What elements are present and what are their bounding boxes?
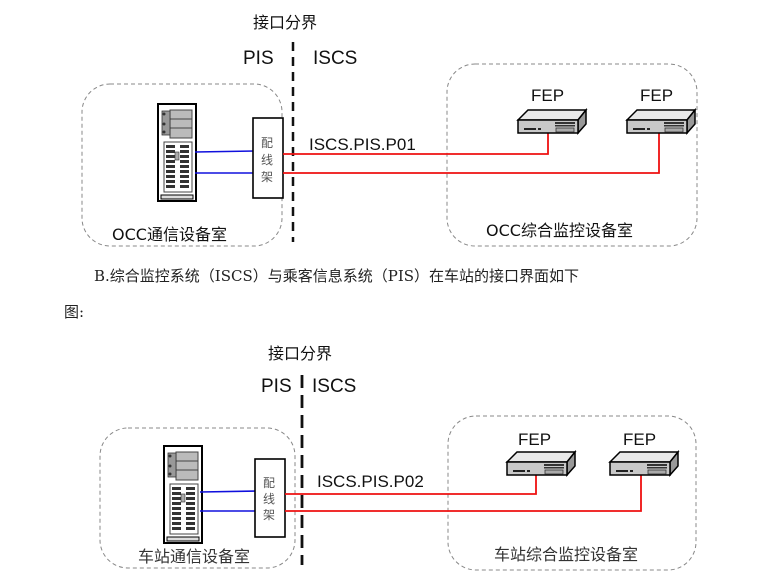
- patch-panel: [252, 117, 284, 199]
- red-link: [283, 128, 549, 155]
- fep-label: FEP: [640, 86, 673, 105]
- boundary-title: 接口分界: [268, 344, 332, 363]
- description-line-1: B.综合监控系统（ISCS）与乘客信息系统（PIS）在车站的接口界面如下: [94, 267, 580, 285]
- fep-icon: [626, 109, 696, 134]
- server-icon: [163, 445, 203, 544]
- right-room-box: [446, 63, 698, 247]
- server-icon: [157, 103, 197, 202]
- patch-panel-char: 架: [261, 170, 273, 184]
- fep-icon: [609, 451, 679, 476]
- interface-id-label: ISCS.PIS.P02: [317, 472, 424, 491]
- right-system-label: ISCS: [313, 48, 357, 69]
- patch-panel-char: 配: [263, 476, 275, 490]
- patch-panel-char: 架: [263, 508, 275, 522]
- boundary-title: 接口分界: [253, 13, 317, 32]
- fep-icon: [517, 109, 587, 134]
- left-room-label: OCC通信设备室: [112, 225, 227, 244]
- fep-icon: [506, 451, 576, 476]
- red-link: [285, 474, 537, 495]
- fep-label: FEP: [623, 430, 656, 449]
- patch-panel-char: 配: [261, 136, 273, 150]
- left-room-label: 车站通信设备室: [138, 547, 250, 566]
- patch-panel: [254, 458, 286, 538]
- red-link: [285, 474, 642, 512]
- right-room-label: OCC综合监控设备室: [486, 221, 633, 240]
- patch-panel-char: 线: [263, 492, 275, 506]
- description-line-2: 图:: [64, 303, 85, 321]
- left-room-box: [99, 427, 296, 569]
- red-link: [283, 131, 660, 174]
- right-system-label: ISCS: [312, 376, 356, 397]
- patch-panel-char: 线: [261, 153, 273, 167]
- diagram-occ: 接口分界 PIS ISCS 配 线 架 ISCS.PIS.P01 FEP FEP…: [81, 13, 698, 247]
- fep-label: FEP: [518, 430, 551, 449]
- fep-label: FEP: [531, 86, 564, 105]
- left-system-label: PIS: [261, 376, 292, 397]
- interface-id-label: ISCS.PIS.P01: [309, 135, 416, 154]
- right-room-label: 车站综合监控设备室: [494, 545, 638, 564]
- diagram-station: 接口分界 PIS ISCS 配 线 架 ISCS.PIS.P02 FEP FEP…: [99, 344, 697, 571]
- left-system-label: PIS: [243, 48, 274, 69]
- blue-link: [199, 490, 259, 493]
- blue-link: [194, 150, 256, 153]
